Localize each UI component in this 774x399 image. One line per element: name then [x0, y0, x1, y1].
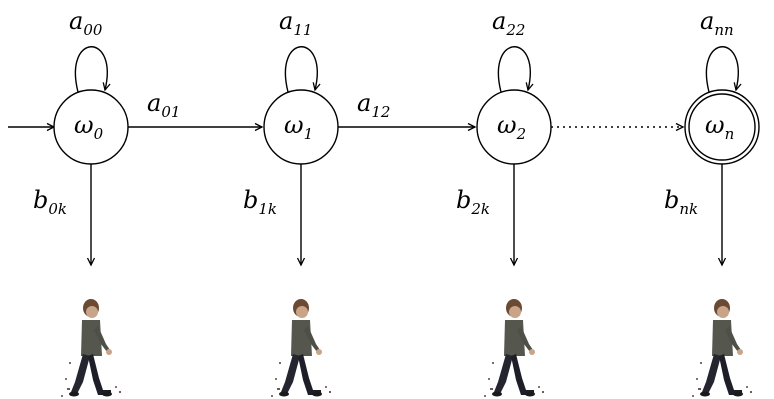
transition-label-s1-s2-symbol: a — [357, 89, 371, 117]
self-loop-label-sn-symbol: a — [700, 7, 714, 35]
state-circle-s2 — [476, 89, 552, 165]
transition-label-s1-s2: a12 — [357, 89, 390, 121]
accepting-ring-sn — [688, 93, 756, 161]
state-label-s1-symbol: ω — [284, 111, 304, 139]
walking-person-icon — [271, 299, 331, 397]
self-loop-label-s1: a11 — [279, 7, 312, 39]
state-circle-sn — [684, 89, 760, 165]
walking-person-icon — [484, 299, 544, 397]
emission-label-s1: b1k — [243, 186, 277, 218]
emission-label-s2-symbol: b — [456, 186, 471, 214]
emission-label-s1-subscript: 1k — [258, 200, 277, 218]
emission-label-s1-symbol: b — [243, 186, 258, 214]
transition-label-s0-s1-symbol: a — [147, 89, 161, 117]
state-label-s2-symbol: ω — [497, 111, 517, 139]
self-loop-sn — [705, 46, 742, 93]
self-loop-label-s2-subscript: 22 — [505, 21, 525, 39]
state-node-s0: ω0 — [53, 89, 129, 165]
self-loop-s1 — [284, 46, 321, 93]
state-label-sn: ωn — [705, 111, 734, 143]
self-loop-label-s0-symbol: a — [69, 7, 83, 35]
self-loop-label-s0: a00 — [69, 7, 103, 39]
emission-label-s0-subscript: 0k — [48, 200, 67, 218]
emission-label-s0-symbol: b — [33, 186, 48, 214]
state-label-s0-subscript: 0 — [94, 125, 104, 143]
state-circle-s0 — [53, 89, 129, 165]
self-loop-label-s2: a22 — [492, 7, 525, 39]
emission-label-sn-subscript: nk — [679, 200, 698, 218]
self-loop-s2 — [497, 46, 534, 93]
self-loop-label-s1-subscript: 11 — [293, 21, 312, 39]
state-label-s1: ω1 — [284, 111, 313, 143]
emission-label-sn: bnk — [664, 186, 698, 218]
self-loop-s0 — [74, 46, 111, 93]
state-label-s2-subscript: 2 — [516, 125, 527, 143]
self-loop-label-sn: ann — [700, 7, 734, 39]
self-loop-label-s2-symbol: a — [492, 7, 506, 35]
walking-person-icon — [61, 299, 121, 397]
transition-label-s0-s1-subscript: 01 — [161, 103, 180, 121]
transition-label-s0-s1: a01 — [147, 89, 180, 121]
state-label-s0-symbol: ω — [74, 111, 94, 139]
state-circle-s1 — [263, 89, 339, 165]
state-label-s1-subscript: 1 — [304, 125, 314, 143]
self-loop-label-s0-subscript: 00 — [83, 21, 103, 39]
state-label-s2: ω2 — [497, 111, 526, 143]
walking-person-icon — [692, 299, 752, 397]
emission-label-s2: b2k — [456, 186, 490, 218]
transition-label-s1-s2-subscript: 12 — [371, 103, 390, 121]
state-node-s2: ω2 — [476, 89, 552, 165]
self-loop-label-sn-subscript: nn — [714, 21, 733, 39]
emission-label-s0: b0k — [33, 186, 67, 218]
self-loop-label-s1-symbol: a — [279, 7, 293, 35]
state-label-sn-symbol: ω — [705, 111, 725, 139]
emission-label-sn-symbol: b — [664, 186, 679, 214]
state-label-s0: ω0 — [74, 111, 104, 143]
emission-label-s2-subscript: 2k — [470, 200, 490, 218]
state-label-sn-subscript: n — [725, 125, 735, 143]
state-node-sn: ωn — [684, 89, 760, 165]
state-node-s1: ω1 — [263, 89, 339, 165]
